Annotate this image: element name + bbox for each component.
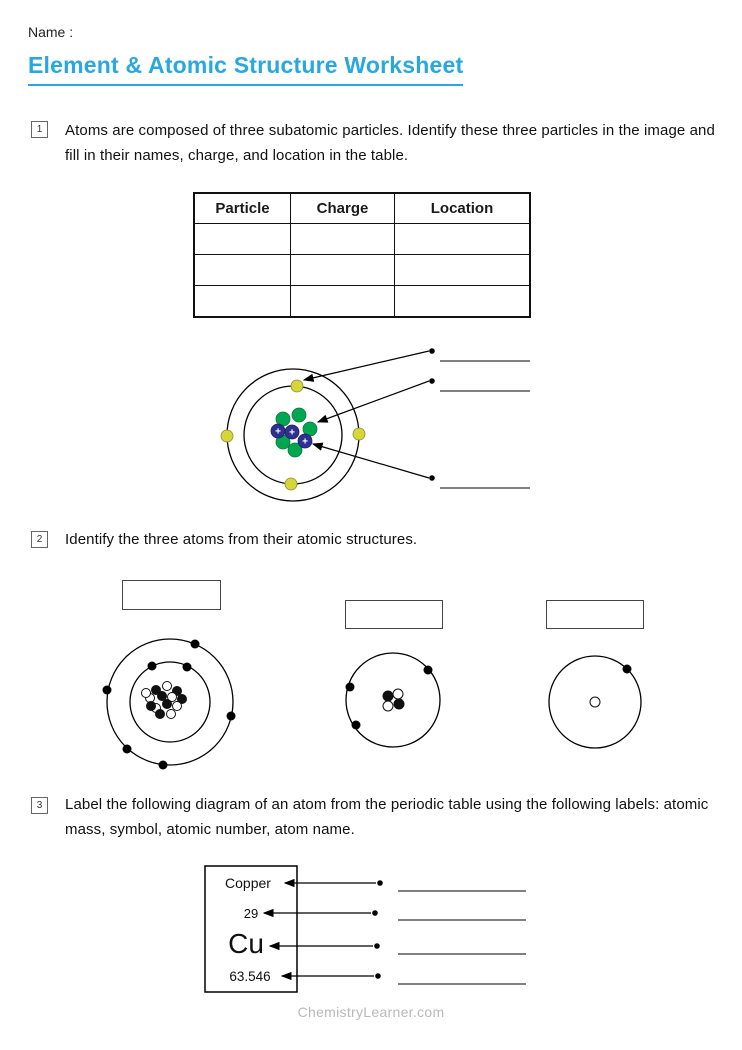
footer-branding: ChemistryLearner.com — [297, 1004, 445, 1020]
name-label: Name : — [28, 24, 74, 40]
arrow-to-neutron — [316, 380, 430, 423]
electron — [351, 720, 361, 730]
question-1-number: 1 — [31, 121, 48, 138]
nucleon — [177, 694, 187, 704]
orbit — [345, 652, 441, 748]
answer-box-atom-1 — [122, 580, 221, 610]
table-cell-blank — [290, 285, 395, 318]
orbit — [548, 655, 642, 749]
pointer-dot — [374, 943, 380, 949]
answer-box-atom-2 — [345, 600, 443, 629]
question-2-text: Identify the three atoms from their atom… — [65, 531, 418, 548]
table-cell-blank — [290, 254, 395, 286]
electron — [622, 664, 632, 674]
electron — [190, 639, 200, 649]
neutron — [291, 407, 307, 423]
electron — [345, 682, 355, 692]
table-header-particle: Particle — [193, 192, 291, 224]
atom-diagram: + + + — [220, 348, 530, 502]
electron — [290, 379, 304, 393]
pointer-dot — [372, 910, 378, 916]
nucleon — [382, 690, 394, 702]
proton — [284, 424, 300, 440]
table-row — [193, 285, 531, 318]
element-atomic-mass: 63.546 — [229, 969, 270, 984]
electron — [226, 711, 236, 721]
electron — [102, 685, 112, 695]
table-header-row: Particle Charge Location — [193, 192, 531, 224]
table-cell-blank — [193, 254, 291, 286]
electron — [147, 661, 157, 671]
table-header-location: Location — [394, 192, 531, 224]
nucleon — [393, 698, 405, 710]
electron — [182, 662, 192, 672]
pointer-dot — [429, 475, 435, 481]
arrow-to-proton — [311, 442, 430, 479]
electron — [284, 477, 298, 491]
nucleon — [166, 709, 176, 719]
table-cell-blank — [193, 223, 291, 255]
table-row — [193, 223, 531, 255]
table-cell-blank — [394, 254, 531, 286]
outer-orbit — [106, 638, 234, 766]
neutron — [287, 442, 303, 458]
pointer-dot — [429, 348, 435, 354]
three-atoms-diagram — [102, 638, 642, 770]
electron — [220, 429, 234, 443]
pointer-dot — [375, 973, 381, 979]
particle-table: Particle Charge Location — [193, 192, 531, 318]
proton-plus-label: + — [275, 427, 281, 438]
element-symbol: Cu — [228, 928, 264, 959]
table-row — [193, 254, 531, 286]
electron — [352, 427, 366, 441]
pointer-dot — [377, 880, 383, 886]
nucleon — [392, 688, 404, 700]
nucleon — [157, 691, 167, 701]
table-cell-blank — [193, 285, 291, 318]
answer-box-atom-3 — [546, 600, 644, 629]
table-header-charge: Charge — [290, 192, 395, 224]
nucleon — [589, 696, 601, 708]
inner-orbit — [129, 661, 211, 743]
proton-plus-label: + — [289, 428, 295, 439]
table-cell-blank — [290, 223, 395, 255]
question-2-number: 2 — [31, 531, 48, 548]
table-cell-blank — [394, 223, 531, 255]
nucleon — [172, 701, 182, 711]
nucleon — [146, 701, 156, 711]
question-3-number: 3 — [31, 797, 48, 814]
question-1-text: Atoms are composed of three subatomic pa… — [65, 122, 715, 164]
nucleon — [151, 685, 161, 695]
electron — [122, 744, 132, 754]
proton-plus-label: + — [302, 437, 308, 448]
periodic-table-element-diagram: Copper 29 Cu 63.546 — [204, 865, 526, 993]
nucleon — [167, 692, 177, 702]
proton — [297, 433, 313, 449]
nucleon — [162, 681, 172, 691]
pointer-dot — [429, 378, 435, 384]
electron — [423, 665, 433, 675]
element-name: Copper — [225, 875, 271, 891]
arrow-to-electron — [302, 350, 430, 382]
nucleon — [162, 699, 172, 709]
question-3-text: Label the following diagram of an atom f… — [65, 796, 709, 838]
nucleon — [141, 688, 151, 698]
page-title: Element & Atomic Structure Worksheet — [28, 52, 464, 86]
element-box — [204, 865, 298, 993]
element-atomic-number: 29 — [244, 906, 258, 921]
table-cell-blank — [394, 285, 531, 318]
nucleon — [382, 700, 394, 712]
electron — [158, 760, 168, 770]
nucleon — [155, 709, 165, 719]
